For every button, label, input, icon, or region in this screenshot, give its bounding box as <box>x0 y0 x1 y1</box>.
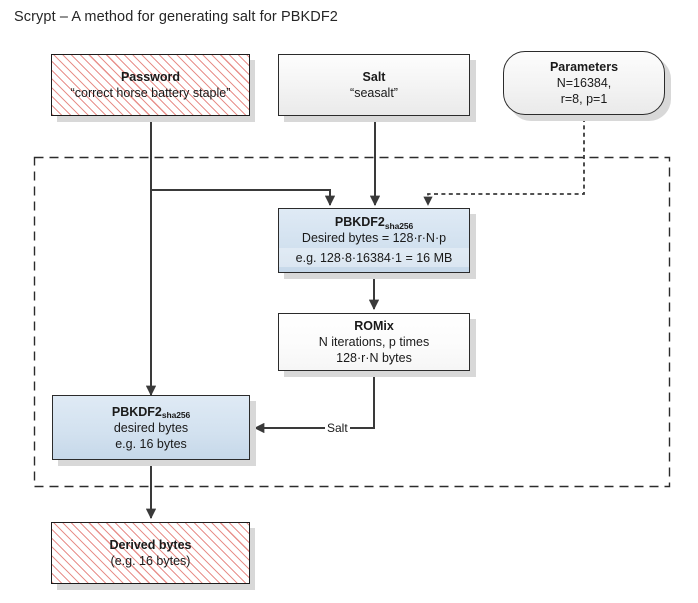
pbkdf2-top-box[interactable]: PBKDF2sha256 Desired bytes = 128·r·N·p e… <box>278 208 470 273</box>
salt-value: “seasalt” <box>350 86 398 100</box>
pbkdf2-bottom-title-main: PBKDF2 <box>111 404 162 419</box>
parameters-rp: r=8, p=1 <box>560 92 608 106</box>
romix-title: ROMix <box>354 319 394 333</box>
romix-bytes: 128·r·N bytes <box>336 351 412 365</box>
edge-parameters-to-pbkdf2top <box>423 118 585 206</box>
pbkdf2-top-formula: Desired bytes = 128·r·N·p <box>301 231 447 245</box>
salt-title: Salt <box>362 70 386 84</box>
salt-box[interactable]: Salt “seasalt” <box>278 54 470 116</box>
pbkdf2-top-title-sub: sha256 <box>384 220 414 231</box>
derived-title: Derived bytes <box>109 538 192 552</box>
parameters-box[interactable]: Parameters N=16384, r=8, p=1 <box>503 51 665 115</box>
romix-iterations: N iterations, p times <box>318 335 430 349</box>
edge-label-salt: Salt <box>325 421 350 435</box>
password-title: Password <box>120 70 181 84</box>
pbkdf2-bottom-title: PBKDF2sha256 <box>111 404 191 421</box>
page-title: Scrypt – A method for generating salt fo… <box>14 9 338 25</box>
scrypt-group-boundary <box>33 156 671 488</box>
pbkdf2-top-title: PBKDF2sha256 <box>334 214 414 231</box>
edge-password-to-pbkdf2top <box>151 189 336 207</box>
pbkdf2-top-title-main: PBKDF2 <box>334 215 385 229</box>
romix-box[interactable]: ROMix N iterations, p times 128·r·N byte… <box>278 313 470 371</box>
pbkdf2-bottom-box[interactable]: PBKDF2sha256 desired bytes e.g. 16 bytes <box>52 395 250 460</box>
derived-bytes-box[interactable]: Derived bytes (e.g. 16 bytes) <box>51 522 250 584</box>
parameters-title: Parameters <box>549 60 619 74</box>
password-box[interactable]: Password “correct horse battery staple” <box>51 54 250 116</box>
pbkdf2-bottom-desired: desired bytes <box>113 420 189 435</box>
pbkdf2-bottom-title-sub: sha256 <box>161 410 191 420</box>
pbkdf2-top-example: e.g. 128·8·16384·1 = 16 MB <box>279 248 469 267</box>
derived-example: (e.g. 16 bytes) <box>110 554 191 568</box>
pbkdf2-bottom-example: e.g. 16 bytes <box>115 436 187 451</box>
edge-romix-to-pbkdf2bottom <box>253 371 375 434</box>
parameters-n: N=16384, <box>556 76 612 90</box>
password-value: “correct horse battery staple” <box>70 86 231 100</box>
